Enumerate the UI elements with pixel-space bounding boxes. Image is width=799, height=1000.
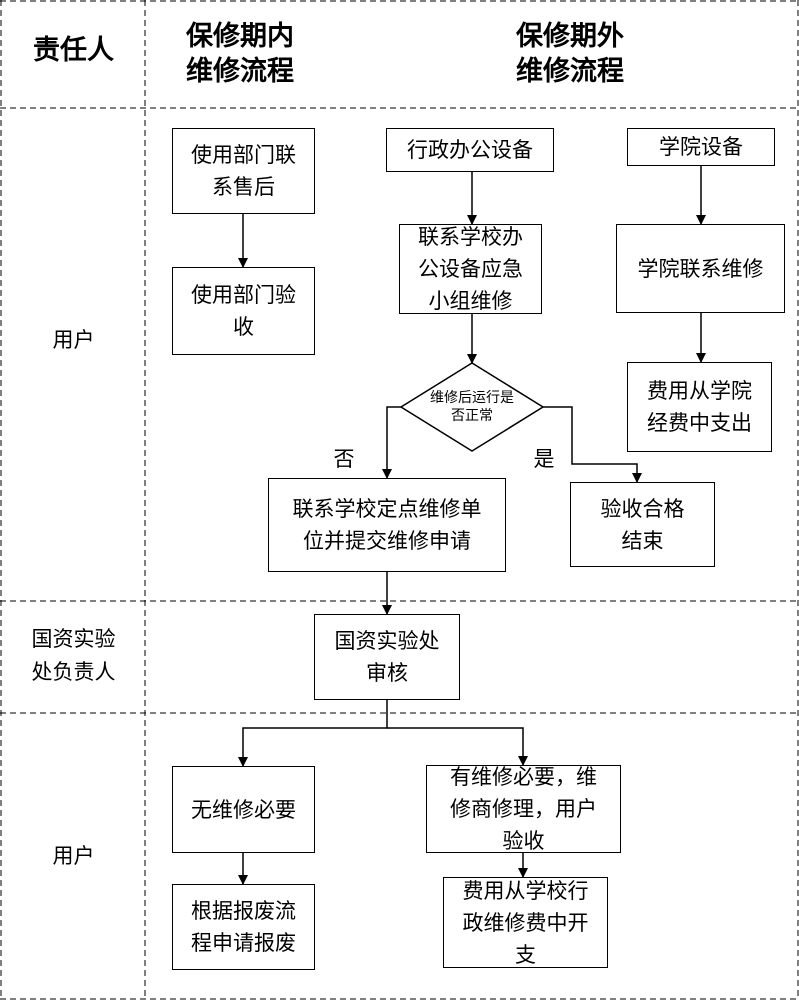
arrow-decision-no xyxy=(382,406,401,479)
connectors xyxy=(238,166,706,885)
node-admin-office-equipment: 行政办公设备 xyxy=(386,128,554,172)
branch-label-yes: 是 xyxy=(533,447,555,471)
node-college-contact-repair: 学院联系维修 xyxy=(616,224,785,313)
branch-label-no: 否 xyxy=(333,447,355,471)
node-accept-qualified-end: 验收合格 结束 xyxy=(570,482,715,567)
node-scrap-per-procedure: 根据报废流 程申请报废 xyxy=(172,884,315,970)
lane-label-user-2: 用户 xyxy=(52,843,95,868)
node-cost-from-school-admin-fund: 费用从学校行 政维修费中开 支 xyxy=(443,877,608,968)
node-repair-needed-vendor-repair: 有维修必要，维 修商修理，用户 验收 xyxy=(426,765,621,853)
arrow-review-split xyxy=(238,700,388,767)
decision-diamond xyxy=(399,362,545,452)
lane-label-asset-lab-head: 国资实验 处负责人 xyxy=(31,627,116,684)
node-college-equipment: 学院设备 xyxy=(627,128,775,166)
node-no-repair-needed: 无维修必要 xyxy=(172,766,315,853)
node-contact-school-emergency-team: 联系学校办 公设备应急 小组维修 xyxy=(399,224,542,314)
arrow-review-to-vendor xyxy=(387,727,528,766)
lane-label-user-1: 用户 xyxy=(52,327,95,352)
header-in-warranty: 保修期内 维修流程 xyxy=(186,21,294,87)
node-asset-lab-review: 国资实验处 审核 xyxy=(314,614,460,700)
header-out-warranty: 保修期外 维修流程 xyxy=(516,21,624,87)
node-contact-designated-repair-unit: 联系学校定点维修单 位并提交维修申请 xyxy=(268,478,506,572)
node-dept-contact-aftersales: 使用部门联 系售后 xyxy=(172,128,315,214)
node-cost-from-college-funds: 费用从学院 经费中支出 xyxy=(627,362,772,452)
node-decision-runs-normally: 维修后运行是 否正常 xyxy=(430,390,514,424)
arrow-decision-yes xyxy=(543,406,642,483)
header-role-column: 责任人 xyxy=(33,34,114,66)
node-dept-acceptance: 使用部门验 收 xyxy=(172,267,315,355)
